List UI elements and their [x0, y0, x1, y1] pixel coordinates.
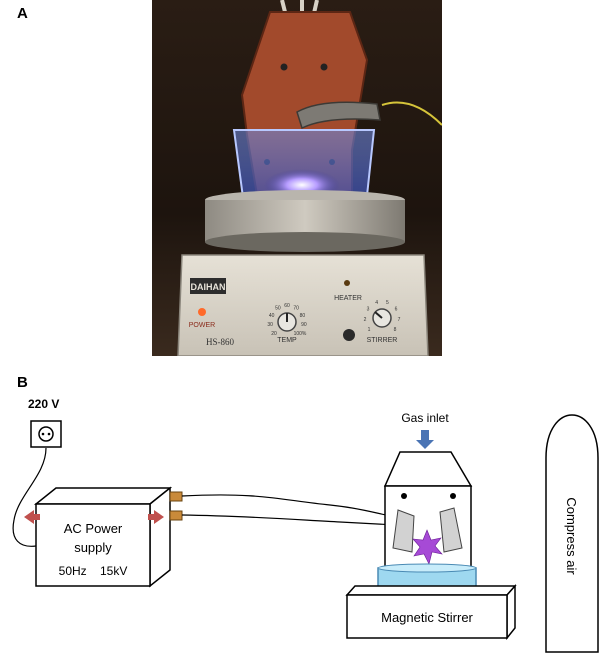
supply-arrow-left: [24, 510, 40, 524]
temp-scale-tick: 90: [301, 322, 307, 328]
temp-scale-tick: 20: [271, 331, 277, 337]
supply-label-line2: supply: [74, 540, 112, 555]
output-connector-1: [169, 491, 183, 502]
brand-text: DAIHAN: [191, 282, 226, 292]
socket-face: [38, 426, 54, 442]
stirrer-front-face: [346, 594, 508, 639]
magnetic-stirrer-label: Magnetic Stirrer: [381, 610, 473, 625]
power-label: POWER: [189, 322, 215, 329]
stirrer-scale-tick: 3: [367, 306, 370, 312]
mains-cable: [12, 447, 47, 547]
electrode-holder-top: [383, 451, 473, 487]
stirrer-scale-tick: 6: [395, 306, 398, 312]
gas-inlet-arrow: [416, 430, 434, 449]
holder-hole: [401, 493, 407, 499]
model-label: HS-860: [206, 337, 235, 347]
brand-badge: [190, 278, 226, 294]
stirrer-label: STIRRER: [367, 337, 398, 344]
electrode-right: [439, 507, 463, 553]
stirrer-scale-tick: 8: [394, 327, 397, 333]
metal-clamp: [296, 101, 381, 130]
supply-label-line1: AC Power: [64, 521, 123, 536]
board-hole: [320, 63, 328, 71]
hv-wire-1: [181, 494, 416, 523]
panel-a-label: A: [17, 5, 28, 22]
gas-cylinder: [545, 414, 599, 653]
temp-scale-tick: 50: [275, 306, 281, 312]
output-connector-2: [169, 510, 183, 521]
temp-scale-tick: 30: [267, 322, 273, 328]
stirrer-scale-tick: 2: [364, 317, 367, 323]
stirrer-scale-tick: 4: [375, 300, 378, 306]
supply-label-line3: 50Hz 15kV: [59, 564, 128, 578]
temp-scale-tick: 100%: [294, 331, 307, 337]
voltage-label: 220 V: [28, 397, 59, 411]
power-led: [198, 308, 206, 316]
gas-inlet-label: Gas inlet: [401, 411, 449, 425]
hotplate-bottom: [205, 232, 405, 252]
temp-scale-tick: 40: [269, 313, 275, 319]
temp-scale-tick: 60: [284, 303, 290, 309]
temp-scale-tick: 70: [293, 306, 299, 312]
stirrer-scale-tick: 1: [368, 327, 371, 333]
panel-b-label: B: [17, 374, 28, 391]
reactor-schematic: 220 V AC Power supply 50Hz 15kV Gas inle…: [12, 397, 599, 653]
electrode-left: [392, 509, 415, 553]
board-hole: [280, 63, 288, 71]
cylinder-label: Compress air: [564, 497, 579, 575]
liquid-surface: [377, 563, 477, 573]
stirrer-side-face: [506, 584, 516, 641]
stirrer-top-face: [345, 585, 517, 596]
yellow-wire: [381, 101, 442, 126]
heater-label: HEATER: [334, 295, 362, 302]
stirrer-scale-tick: 5: [386, 300, 389, 306]
holder-hole: [450, 493, 456, 499]
heater-led: [344, 280, 350, 286]
stirrer-body: [177, 254, 429, 356]
stirrer-scale-tick: 7: [398, 317, 401, 323]
supply-arrow-right: [148, 510, 164, 524]
temp-scale-tick: 80: [300, 313, 306, 319]
small-knob: [343, 329, 355, 341]
temp-label: TEMP: [277, 337, 297, 344]
ac-power-supply: [33, 486, 173, 588]
